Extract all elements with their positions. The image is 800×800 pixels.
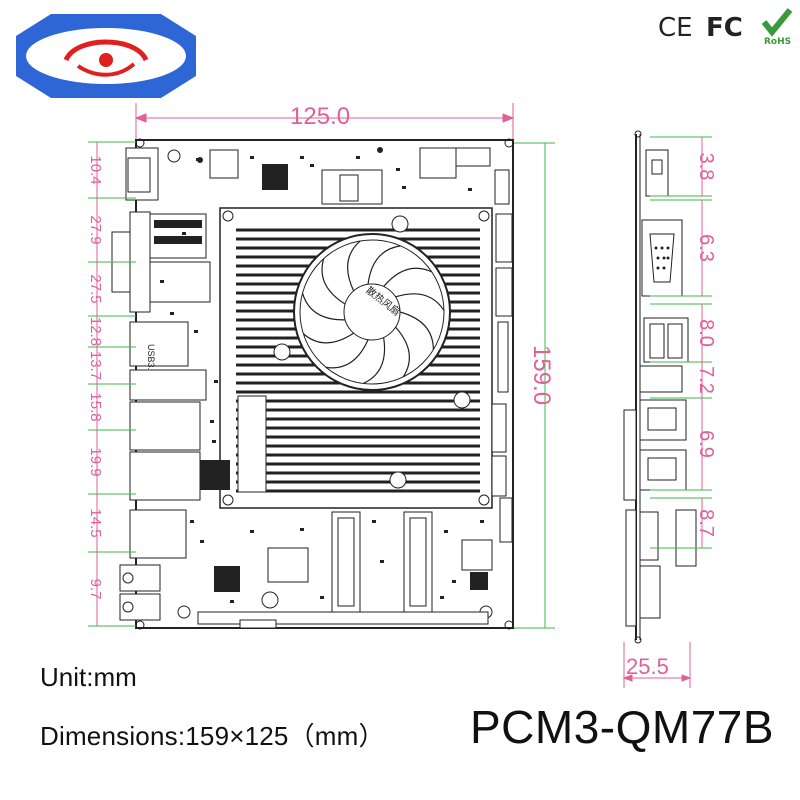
usb3-port (129, 321, 189, 367)
lan-port-2 (129, 451, 201, 501)
model-name: PCM3-QM77B (470, 701, 775, 753)
company-logo (16, 14, 196, 98)
usb-port (129, 369, 207, 401)
rohs-mark: RoHS (764, 37, 791, 46)
side-dimension-label: 8.0 (695, 319, 717, 347)
rohs-check-icon (761, 8, 793, 37)
left-dimension-label: 14.5 (87, 508, 104, 537)
hdmi-port (129, 509, 187, 559)
left-dimension-label: 27.5 (87, 274, 104, 303)
left-dimension-label: 27.9 (87, 215, 104, 244)
pin-header-3 (499, 497, 513, 543)
sata-connector-2 (495, 267, 513, 317)
cpu-fan: 散热风扇 (293, 233, 451, 391)
svg-text:USB3.0: USB3.0 (146, 344, 156, 375)
dimensions-label: Dimensions:159×125（mm） (40, 721, 385, 751)
left-dimension-label: 15.8 (87, 392, 104, 421)
audio-jack-2 (119, 593, 161, 621)
side-width-dimension (622, 642, 692, 688)
width-label: 125.0 (290, 103, 350, 130)
side-dimension-label: 3.8 (695, 153, 717, 181)
pin-header-1 (491, 403, 507, 453)
side-displayport (675, 509, 697, 567)
left-dimension-label: 19.9 (87, 447, 104, 476)
side-hdmi (639, 511, 659, 561)
width-dimension (134, 103, 515, 140)
sata-connector-1 (495, 213, 513, 263)
left-dimension-label: 9.7 (87, 579, 104, 600)
ram-slot-1 (331, 511, 361, 613)
side-dimension-label: 7.2 (695, 366, 717, 394)
header-connector (455, 147, 491, 167)
side-usb-ports (643, 317, 689, 363)
side-lan-1 (639, 399, 687, 441)
side-dimension-label: 8.7 (695, 509, 717, 537)
left-dimension-label: 10.4 (87, 155, 104, 184)
fc-mark: FC (706, 13, 743, 43)
unit-label: Unit:mm (40, 662, 137, 692)
audio-jack-1 (119, 564, 161, 592)
height-label: 159.0 (528, 345, 555, 405)
lan-port-1 (129, 401, 201, 451)
side-width-label: 25.5 (626, 654, 669, 679)
certification-marks: CE FC RoHS (656, 6, 796, 47)
side-view (623, 130, 697, 644)
side-dimension-label: 6.9 (695, 430, 717, 458)
chipset (200, 460, 230, 490)
side-dimension-label: 6.3 (695, 234, 717, 262)
pin-header-2 (491, 455, 507, 497)
left-dimension-label: 12.8 (87, 317, 104, 346)
ce-mark: CE (658, 13, 693, 43)
side-lan-2 (639, 449, 687, 491)
left-dimension-label: 13.7 (87, 351, 104, 380)
ram-slot-2 (403, 511, 433, 613)
io-chip (214, 566, 240, 592)
